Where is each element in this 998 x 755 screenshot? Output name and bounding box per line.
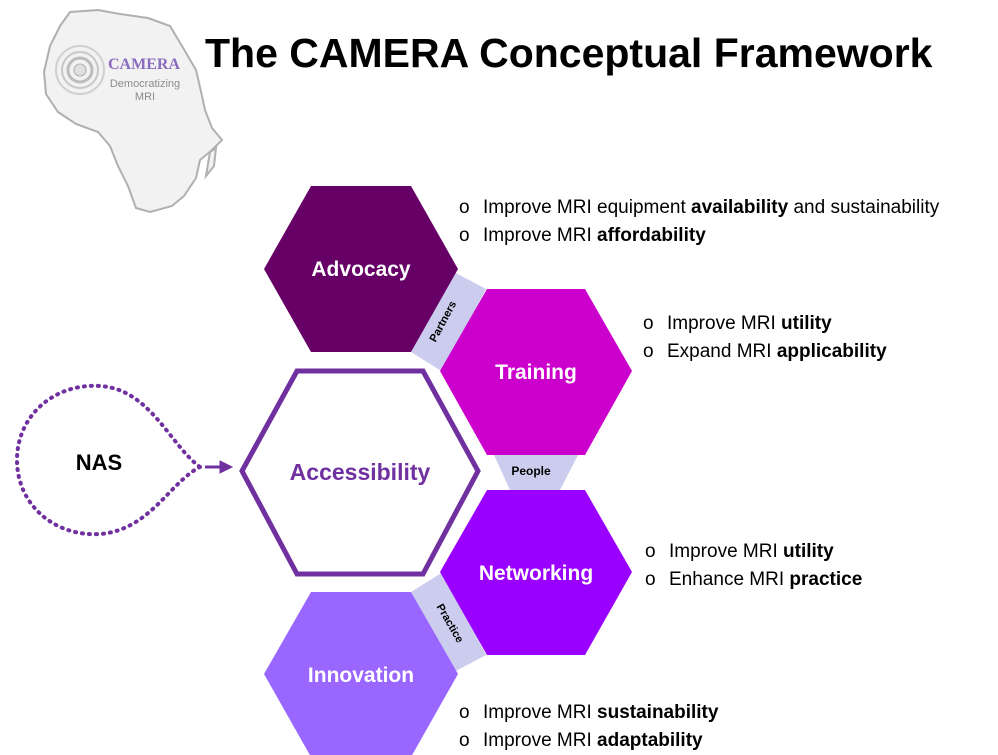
bullet-marker: o	[645, 541, 656, 562]
bullet-keyword: adaptability	[597, 730, 703, 751]
training-bullet-item: o Improve MRI utility	[643, 310, 887, 338]
advocacy-hexagon	[264, 186, 458, 352]
innovation-bullet-item: o Improve MRI adaptability	[459, 727, 718, 755]
bullet-text: Improve MRI	[483, 702, 598, 723]
partners-connector	[411, 272, 486, 372]
bullet-text: Improve MRI	[483, 730, 598, 751]
africa-outline	[42, 8, 224, 214]
bullet-marker: o	[643, 313, 654, 334]
bullet-keyword: affordability	[597, 225, 706, 246]
bullet-marker: o	[459, 702, 470, 723]
bullet-text: Expand MRI	[667, 341, 777, 362]
nas-label: NAS	[76, 450, 122, 475]
bullet-text: Improve MRI	[669, 541, 784, 562]
training-bullet-item: o Expand MRI applicability	[643, 338, 887, 366]
advocacy-label: Advocacy	[311, 258, 411, 281]
page-title: The CAMERA Conceptual Framework	[205, 30, 933, 76]
practice-connector	[411, 572, 486, 672]
logo-tagline-line2: MRI	[134, 91, 156, 103]
accessibility-hexagon	[239, 368, 481, 577]
bullet-marker: o	[459, 197, 470, 218]
nas-teardrop	[14, 383, 204, 537]
madagascar-outline	[204, 145, 218, 180]
bullet-marker: o	[643, 341, 654, 362]
nas-arrow	[205, 460, 234, 474]
advocacy-bullet-item: o Improve MRI equipment availability and …	[459, 194, 939, 222]
logo-name: CAMERA	[108, 56, 180, 73]
innovation-hexagon	[264, 592, 458, 755]
logo-tagline-line1: Democratizing	[109, 78, 181, 90]
bullet-keyword: practice	[789, 569, 863, 590]
bullet-keyword: sustainability	[597, 702, 719, 723]
africa-logo	[42, 8, 224, 214]
bullet-text: Improve MRI equipment	[483, 197, 692, 218]
advocacy-bullet-item: o Improve MRI affordability	[459, 222, 939, 250]
mri-scanner-icon	[55, 45, 105, 95]
bullet-keyword: availability	[691, 197, 789, 218]
bullet-keyword: utility	[781, 313, 832, 334]
people-label: People	[511, 464, 551, 478]
training-label: Training	[495, 361, 577, 384]
bullet-text: Improve MRI	[483, 225, 598, 246]
bullet-marker: o	[645, 569, 656, 590]
training-hexagon	[440, 289, 632, 455]
innovation-label: Innovation	[308, 664, 414, 687]
advocacy-bullets: o Improve MRI equipment availability and …	[459, 194, 939, 250]
bullet-keyword: utility	[783, 541, 834, 562]
bullet-text: Improve MRI	[667, 313, 782, 334]
networking-hexagon	[440, 490, 632, 655]
bullet-marker: o	[459, 730, 470, 751]
logo-tagline: Democratizing MRI	[104, 78, 186, 104]
bullet-keyword: applicability	[776, 341, 887, 362]
innovation-bullet-item: o Improve MRI sustainability	[459, 699, 718, 727]
bullet-marker: o	[459, 225, 470, 246]
accessibility-label: Accessibility	[290, 459, 431, 485]
bullet-tail: and sustainability	[788, 197, 940, 218]
networking-bullet-item: o Improve MRI utility	[645, 538, 862, 566]
bullet-text: Enhance MRI	[669, 569, 790, 590]
people-connector	[494, 455, 578, 490]
networking-label: Networking	[479, 562, 593, 585]
networking-bullet-item: o Enhance MRI practice	[645, 566, 862, 594]
